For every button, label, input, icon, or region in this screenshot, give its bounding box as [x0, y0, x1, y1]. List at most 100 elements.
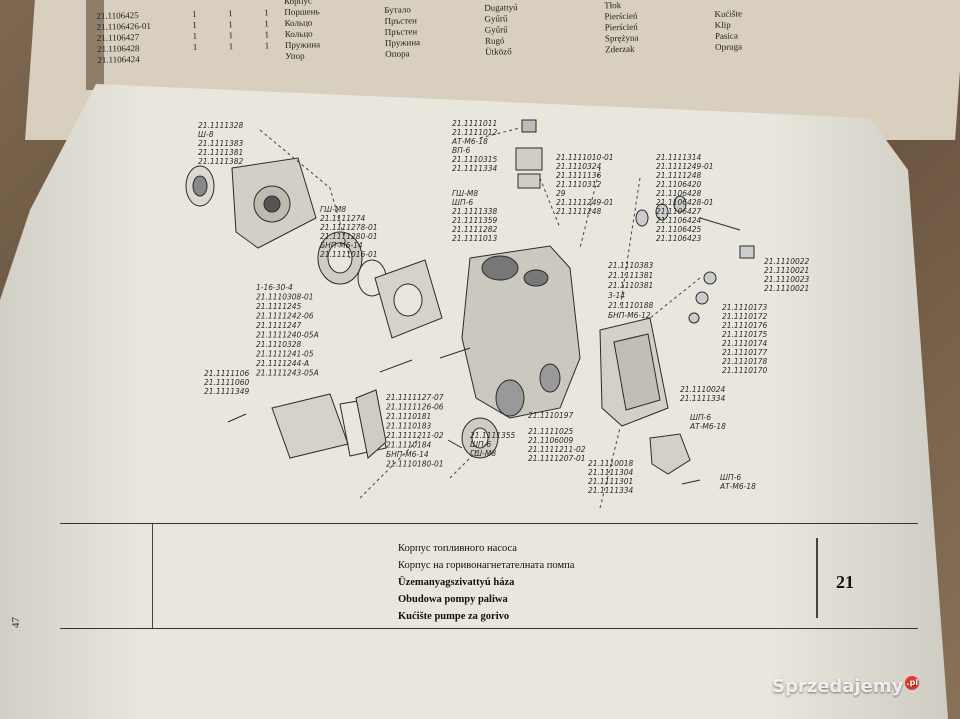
folio-number: 47: [10, 617, 22, 628]
parts-list-cell-n3: [249, 51, 285, 63]
parts-list-cell-hu: Ütköző: [485, 46, 512, 57]
parts-list-cell-n2: 1: [228, 30, 234, 41]
part-number-label: 21.1111334: [588, 486, 634, 495]
part-number-label: 21.1110184: [386, 441, 432, 450]
part-number-label: БНП-М6-14: [320, 241, 363, 250]
caption-divider-right: [816, 538, 818, 618]
part-number-label: 21.1106428: [656, 189, 702, 198]
part-number-label: 21.1110197: [528, 411, 574, 420]
parts-list-cell-n3: 1: [264, 18, 269, 29]
parts-list-cell-bg: Опора: [385, 48, 410, 59]
part-number-label: 21.1110180-01: [386, 460, 444, 469]
parts-list-cell-n1: 1: [192, 19, 197, 30]
part-number-label: 21.1111013: [452, 234, 498, 243]
part-number-label: 21.1111359: [452, 216, 498, 225]
part-number-label: 21.1110188: [608, 301, 654, 310]
part-number-label: 21.1110175: [722, 330, 768, 339]
part-number-label: 21.1110312: [556, 180, 602, 189]
pump-housing-drawing: 21.1111328Ш-821.111138321.111138121.1111…: [185, 119, 810, 509]
part-number-label: 21.1111280-01: [320, 232, 378, 241]
part-number-label: 21.1111383: [198, 139, 244, 148]
parts-list-cell-code: 21.1106424: [97, 54, 140, 65]
part-number-label: 21.1111355: [470, 431, 516, 440]
part-number-label: 21.1111106: [204, 369, 250, 378]
part-number-label: Ш-8: [198, 130, 214, 139]
part-number-label: 21.1111381: [198, 148, 243, 157]
part-number-label: 21.1111240-05А: [256, 331, 319, 340]
part-number-label: 21.1110315: [452, 155, 498, 164]
parts-list-cell-n3: 1: [264, 29, 270, 40]
part-number-label: БНП-М6-12: [608, 311, 651, 320]
parts-list-cell-n1: 1: [192, 41, 198, 52]
part-number-label: 21.1110018: [588, 459, 634, 468]
part-number-label: АТ-М6-18: [451, 137, 488, 146]
part-number-label: АТ-М6-18: [689, 422, 726, 431]
part-number-label: ШП-6: [452, 198, 473, 207]
part-number-label: 21.1110181: [386, 412, 431, 421]
part-number-label: 21.1111381: [608, 271, 653, 280]
part-number-label: 21.1111334: [452, 164, 498, 173]
part-number-label: 21.1111244-А: [256, 359, 309, 368]
part-number-label: 21.1106009: [528, 436, 574, 445]
part-number-label: 21.1106420: [656, 180, 702, 189]
part-number-label: 21.1111274: [320, 214, 366, 223]
parts-list-cell-n1: 1: [191, 8, 197, 19]
parts-list-cell-n1: [177, 53, 213, 65]
part-number-label: ВП-6: [452, 146, 470, 155]
part-number-label: 21.1111207-01: [528, 454, 586, 463]
part-number-label: 21.1110023: [764, 275, 810, 284]
caption-line-bg: Корпус на горивонагнетателната помпа: [398, 560, 575, 571]
part-number-label: 21.1110176: [722, 321, 768, 330]
part-number-label: ГШ-М8: [470, 449, 496, 458]
parts-list-cell-ru: Упор: [285, 50, 305, 62]
figure-number: 21: [836, 572, 854, 592]
part-number-label: 21.1111025: [528, 427, 574, 436]
part-number-label: 21.1111338: [452, 207, 498, 216]
part-number-label: БНП-М6-14: [386, 450, 429, 459]
part-number-label: 21.1111011: [452, 119, 497, 128]
part-number-label: 21.1111136: [556, 171, 602, 180]
caption-line-hr: Kućište pumpe za gorivo: [398, 611, 510, 622]
part-number-label: 21.1111328: [198, 121, 244, 130]
part-number-label: 21.1111314: [656, 153, 702, 162]
parts-list-cell-pl: Zderzak: [605, 43, 635, 55]
part-number-label: 21.1111278-01: [320, 223, 378, 232]
part-number-label: 21.1110328: [256, 340, 302, 349]
part-number-label: 21.1111127-07: [386, 393, 444, 402]
part-number-label: 21.1111243-05А: [256, 369, 319, 378]
caption-line-pl: Obudowa pompy paliwa: [398, 594, 508, 605]
parts-list-cell-n2: 1: [227, 8, 233, 19]
parts-list-cell-n3: 1: [264, 40, 270, 51]
part-number-label: 21.1111248: [656, 171, 702, 180]
part-number-label: 21.1111126-06: [386, 403, 444, 412]
part-number-label: АТ-М6-18: [719, 482, 756, 491]
part-number-label: 21.1111242-06: [256, 312, 314, 321]
part-number-label: 21.1110381: [608, 281, 653, 290]
part-number-label: 21.1111249-01: [656, 162, 714, 171]
part-number-label: 21.1110324: [556, 162, 602, 171]
part-number-label: 21.1111211-02: [386, 431, 444, 440]
part-number-label: 21.1111334: [680, 394, 726, 403]
part-number-label: 21.1111211-02: [528, 445, 586, 454]
part-number-label: 21.1111301: [588, 477, 633, 486]
part-number-label: 21.1110183: [386, 422, 432, 431]
parts-list-cell-n1: 1: [192, 30, 198, 41]
part-number-label: 3-14: [608, 291, 625, 300]
part-number-label: 21.1111282: [452, 225, 498, 234]
part-number-label: 21.1110170: [722, 366, 768, 375]
part-number-label: 21.1110021: [764, 266, 809, 275]
bottom-cover-part: [271, 393, 349, 459]
caption-line-hu: Üzemanyagszivattyú háza: [398, 577, 515, 588]
part-number-label: 21.1111245: [256, 302, 302, 311]
part-number-label: 21.1111241-05: [256, 350, 314, 359]
part-number-label: 21.1106428-01: [656, 198, 714, 207]
part-number-label: 21.1110308-01: [256, 293, 314, 302]
part-number-label: 21.1106423: [656, 234, 702, 243]
parts-list-cell-hr: Opruga: [715, 41, 743, 53]
caption-lines: Корпус топливного насоса Корпус на горив…: [398, 540, 798, 625]
part-number-label: 21.1111247: [256, 321, 302, 330]
watermark-text: Sprzedajemy: [772, 676, 904, 697]
page-edge-shadow: [86, 0, 104, 90]
